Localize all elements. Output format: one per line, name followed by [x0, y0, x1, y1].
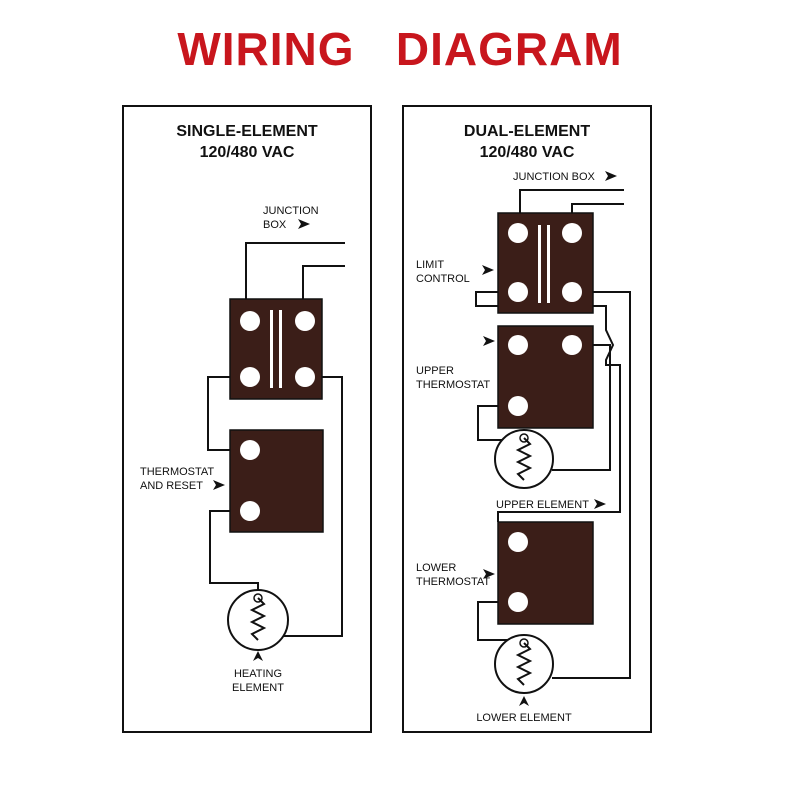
upper-element-label: UPPER ELEMENT — [496, 499, 589, 511]
lower-heating-element — [494, 634, 554, 694]
single-wire-limit-to-element — [283, 376, 343, 637]
dual-junction-box-arrow-icon — [605, 171, 617, 181]
single-junction-box-label-2: BOX — [263, 219, 287, 231]
lower-element-coil — [515, 642, 533, 686]
upper-thermostat-label-2: THERMOSTAT — [416, 379, 490, 391]
upper-thermostat-label-1: UPPER — [416, 365, 454, 377]
single-junction-box-label-1: JUNCTION — [263, 205, 319, 217]
dual-limit-terminal — [508, 223, 528, 243]
lower-element-loop — [519, 638, 529, 648]
single-element-label-2: ELEMENT — [232, 682, 284, 694]
single-limit-terminal — [295, 311, 315, 331]
single-limit-terminal — [295, 367, 315, 387]
lower-element-arrow-icon — [519, 696, 529, 706]
dual-element-wires — [475, 189, 631, 679]
lower-thermostat-label-1: LOWER — [416, 562, 456, 574]
dual-element-frame — [402, 105, 652, 733]
single-limit-bar — [270, 310, 273, 388]
single-limit-block — [229, 298, 323, 400]
upper-thermostat-terminal — [508, 335, 528, 355]
dual-limit-terminal — [562, 282, 582, 302]
dual-supply-wire-2 — [571, 203, 624, 213]
dual-supply-wire-1 — [519, 189, 624, 213]
lower-thermostat-arrow-icon — [483, 569, 495, 579]
single-heating-element — [227, 589, 289, 651]
single-supply-wire-1 — [245, 242, 345, 300]
single-junction-box-arrow-icon — [298, 219, 310, 229]
single-thermostat-block — [229, 429, 324, 533]
diagram-title: WIRING DIAGRAM — [177, 23, 623, 75]
single-wire-thermostat-to-element — [209, 510, 259, 593]
heating-element-loop — [253, 593, 263, 603]
dual-limit-terminal — [562, 223, 582, 243]
dual-element-heading: DUAL-ELEMENT — [464, 123, 590, 140]
single-element-wires — [207, 242, 345, 637]
lower-thermostat-terminal — [508, 532, 528, 552]
single-supply-wire-2 — [302, 265, 345, 300]
dual-limit-bar — [538, 225, 541, 303]
dual-limit-label-2: CONTROL — [416, 273, 470, 285]
dual-limit-bar — [547, 225, 550, 303]
single-limit-bar — [279, 310, 282, 388]
upper-thermostat-block — [497, 325, 594, 429]
upper-element-coil — [515, 437, 533, 481]
lower-element-label: LOWER ELEMENT — [476, 712, 572, 724]
single-element-heading: SINGLE-ELEMENT — [176, 123, 318, 140]
single-limit-terminal — [240, 367, 260, 387]
dual-wire-upper-element-return — [552, 344, 611, 471]
dual-junction-box-label: JUNCTION BOX — [513, 171, 596, 183]
dual-limit-block — [497, 212, 594, 314]
dual-element-panel: DUAL-ELEMENT 120/480 VAC JUNCTION BOX LI… — [402, 105, 652, 733]
upper-thermostat-arrow-icon — [483, 336, 495, 346]
lower-thermostat-label-2: THERMOSTAT — [416, 576, 490, 588]
single-limit-terminal — [240, 311, 260, 331]
single-element-frame — [122, 105, 372, 733]
upper-heating-element — [494, 429, 554, 489]
single-element-panel: SINGLE-ELEMENT 120/480 VAC JUNCTION BOX — [122, 105, 372, 733]
dual-wire-limit-to-lower-element — [552, 291, 631, 679]
single-element-label-1: HEATING — [234, 668, 282, 680]
upper-element-arrow-icon — [594, 499, 606, 509]
upper-element-loop — [519, 433, 529, 443]
single-thermostat-label-2: AND RESET — [140, 480, 203, 492]
single-element-arrow-icon — [253, 651, 263, 661]
upper-thermostat-terminal — [508, 396, 528, 416]
single-wire-limit-to-thermostat — [207, 376, 250, 451]
single-thermostat-terminal — [240, 501, 260, 521]
heating-element-coil — [249, 597, 267, 641]
upper-thermostat-terminal — [562, 335, 582, 355]
single-thermostat-arrow-icon — [213, 480, 225, 490]
dual-limit-terminal — [508, 282, 528, 302]
single-thermostat-label-1: THERMOSTAT — [140, 466, 214, 478]
lower-thermostat-terminal — [508, 592, 528, 612]
single-thermostat-terminal — [240, 440, 260, 460]
single-element-voltage: 120/480 VAC — [200, 144, 295, 161]
dual-element-voltage: 120/480 VAC — [480, 144, 575, 161]
dual-limit-arrow-icon — [482, 265, 494, 275]
lower-thermostat-block — [497, 521, 594, 625]
dual-limit-label-1: LIMIT — [416, 259, 444, 271]
